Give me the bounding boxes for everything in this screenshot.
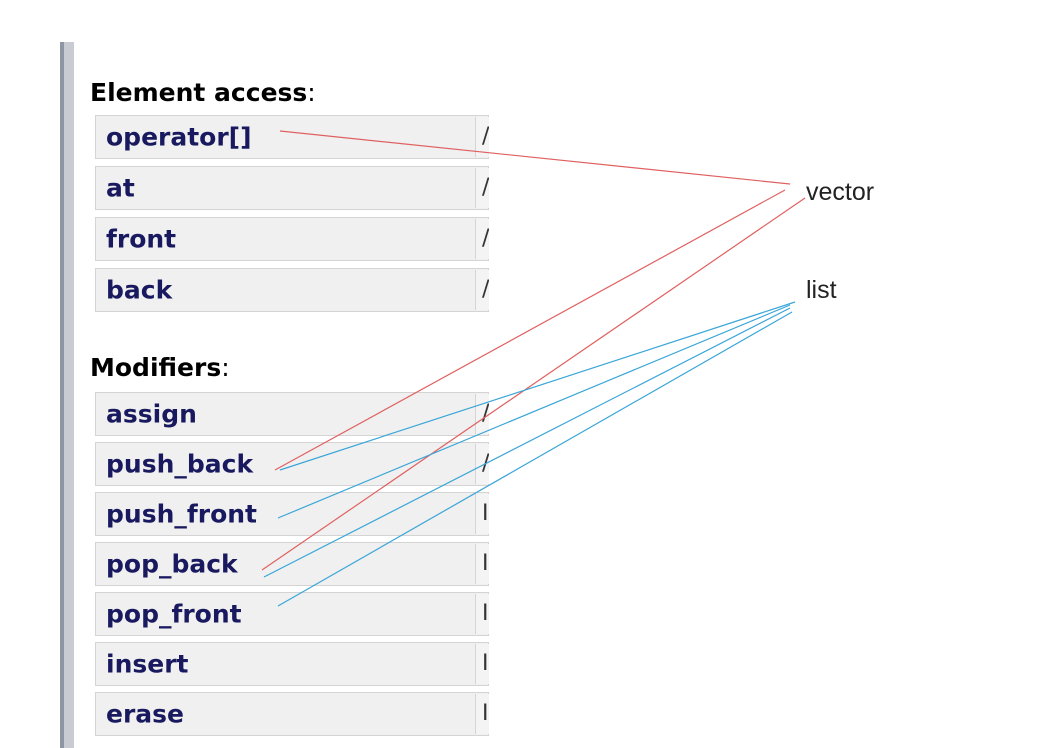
method-description: / bbox=[475, 219, 489, 259]
method-link-push-back[interactable]: push_back bbox=[106, 449, 254, 479]
method-description: / bbox=[475, 394, 489, 434]
method-link-pop-front[interactable]: pop_front bbox=[106, 599, 242, 629]
method-description: I bbox=[475, 594, 489, 634]
left-border-bar bbox=[60, 42, 74, 748]
method-description: I bbox=[475, 494, 489, 534]
method-description: I bbox=[475, 544, 489, 584]
method-description: I bbox=[475, 694, 489, 734]
table-row-back[interactable]: back / bbox=[95, 268, 489, 312]
method-link-pop-back[interactable]: pop_back bbox=[106, 549, 238, 579]
table-row-erase[interactable]: erase I bbox=[95, 692, 489, 736]
method-description: / bbox=[475, 444, 489, 484]
method-link-push-front[interactable]: push_front bbox=[106, 499, 258, 529]
table-row-insert[interactable]: insert I bbox=[95, 642, 489, 686]
table-row-pop-front[interactable]: pop_front I bbox=[95, 592, 489, 636]
method-link-insert[interactable]: insert bbox=[106, 649, 189, 679]
method-link-assign[interactable]: assign bbox=[106, 399, 197, 429]
table-row-at[interactable]: at / bbox=[95, 166, 489, 210]
table-row-front[interactable]: front / bbox=[95, 217, 489, 261]
section-heading-element-access: Element access: bbox=[90, 78, 316, 107]
method-link-back[interactable]: back bbox=[106, 275, 173, 305]
method-link-front[interactable]: front bbox=[106, 224, 177, 254]
method-description: / bbox=[475, 117, 489, 157]
method-link-at[interactable]: at bbox=[106, 173, 135, 203]
table-row-operator[interactable]: operator[] / bbox=[95, 115, 489, 159]
method-description: / bbox=[475, 168, 489, 208]
table-row-assign[interactable]: assign / bbox=[95, 392, 489, 436]
method-description: I bbox=[475, 644, 489, 684]
method-link-operator[interactable]: operator[] bbox=[106, 122, 252, 152]
method-description: / bbox=[475, 270, 489, 310]
annotation-label-vector: vector bbox=[806, 178, 875, 206]
annotation-label-list: list bbox=[806, 276, 837, 304]
section-heading-modifiers: Modifiers: bbox=[90, 353, 230, 382]
table-row-push-front[interactable]: push_front I bbox=[95, 492, 489, 536]
method-link-erase[interactable]: erase bbox=[106, 699, 184, 729]
table-row-pop-back[interactable]: pop_back I bbox=[95, 542, 489, 586]
table-row-push-back[interactable]: push_back / bbox=[95, 442, 489, 486]
